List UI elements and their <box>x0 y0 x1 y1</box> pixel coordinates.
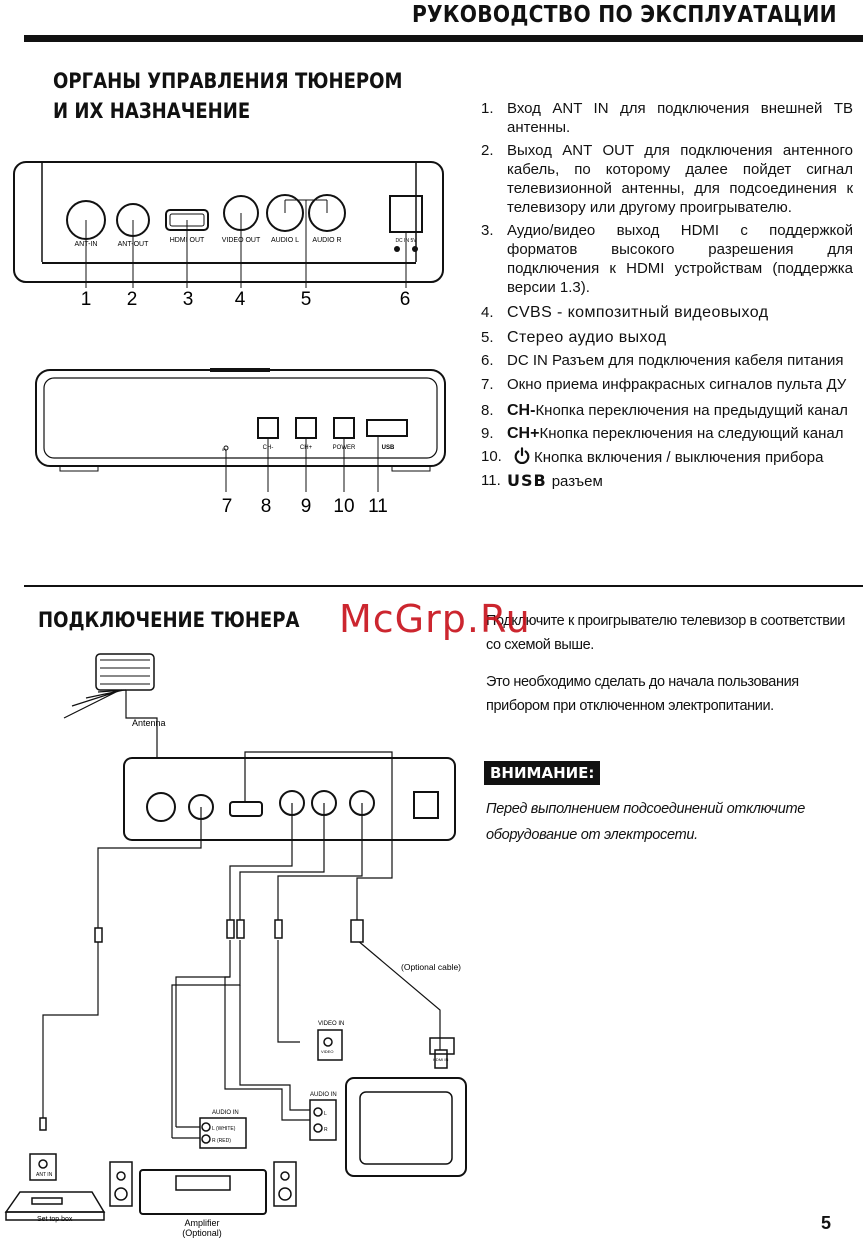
warning-text: Перед выполнением подсоединений отключит… <box>486 801 806 843</box>
section-title-controls: ОРГАНЫ УПРАВЛЕНИЯ ТЮНЕРОМ И ИХ НАЗНАЧЕНИ… <box>53 66 403 126</box>
feature-item: 6.DC IN Разъем для подключения кабеля пи… <box>481 352 844 369</box>
ch-minus-button <box>257 417 279 439</box>
key-ch-minus: CH- <box>507 402 536 419</box>
label-audio-l: AUDIO L <box>271 237 299 244</box>
feature-list: 1.Вход ANT IN для подключения внешней ТВ… <box>481 99 853 495</box>
label-antenna: Antenna <box>132 718 166 728</box>
connection-paragraph-1: Подключите к проигрывателю телевизор в с… <box>486 613 845 653</box>
label-amplifier: Amplifier <box>184 1218 219 1228</box>
tv-drawing <box>345 1077 467 1177</box>
front-num-9: 9 <box>301 496 312 517</box>
power-icon <box>514 447 530 465</box>
connection-diagram: Antenna (Optional cable) VIDEO IN VIDEO … <box>4 653 467 1238</box>
feature-item: 8.CH-Кнопка переключения на предыдущий к… <box>481 402 848 419</box>
section-title-line1: ОРГАНЫ УПРАВЛЕНИЯ ТЮНЕРОМ <box>53 69 403 93</box>
receiver-rear-panel <box>123 757 456 841</box>
label-r: R <box>324 1127 328 1133</box>
front-num-8: 8 <box>261 496 272 517</box>
header-rule <box>24 35 863 42</box>
set-top-box-drawing <box>4 1153 106 1221</box>
rear-num-1: 1 <box>81 289 92 310</box>
label-audio-in-tv: AUDIO IN <box>310 1092 337 1098</box>
antenna-drawing <box>63 653 158 758</box>
front-panel: IR CH- CH+ POWER USB 7 8 9 10 11 <box>35 368 446 517</box>
label-ant-in: ANT IN <box>36 1172 53 1178</box>
label-audio-r: AUDIO R <box>312 237 341 244</box>
label-set-top-box: Set top box <box>37 1216 73 1223</box>
watermark: McGrp.Ru <box>339 597 531 641</box>
front-num-10: 10 <box>333 496 354 517</box>
connection-paragraph-2: Это необходимо сделать до начала пользов… <box>486 674 799 714</box>
dc-in-port <box>389 195 423 233</box>
key-usb: USB <box>507 471 547 490</box>
page-header-title: РУКОВОДСТВО ПО ЭКСПЛУАТАЦИИ <box>412 2 837 28</box>
label-r-red: R (RED) <box>212 1138 231 1144</box>
label-optional-cable: (Optional cable) <box>401 962 461 972</box>
audio-r-port <box>308 194 346 232</box>
section-title-line2: И ИХ НАЗНАЧЕНИЕ <box>53 99 251 123</box>
page-number: 5 <box>820 1213 831 1233</box>
feature-item: 4.CVBS - композитный видеовыход <box>481 304 769 321</box>
feature-item: 2.Выход ANT OUT для подключения антенног… <box>481 142 853 216</box>
label-hdmi-in: HDMI IN <box>433 1057 448 1062</box>
front-num-11: 11 <box>368 496 388 517</box>
rear-num-2: 2 <box>127 289 138 310</box>
feature-item: 7.Окно приема инфракрасных сигналов пуль… <box>481 376 847 393</box>
feature-item: 3.Аудио/видео выход HDMI с поддержкой фо… <box>481 222 853 296</box>
rear-num-6: 6 <box>400 289 411 310</box>
feature-item: 9.CH+Кнопка переключения на следующий ка… <box>481 425 844 442</box>
rear-num-4: 4 <box>235 289 246 310</box>
label-video-in: VIDEO IN <box>318 1021 344 1027</box>
front-num-7: 7 <box>222 496 233 517</box>
rear-panel: ANT-IN ANT-OUT HDMI OUT VIDEO OUT AUDIO … <box>13 161 444 310</box>
warning-badge: ВНИМАНИЕ: <box>484 761 601 785</box>
feature-item: 5.Стерео аудио выход <box>481 329 667 346</box>
label-l: L <box>324 1111 327 1117</box>
rear-num-3: 3 <box>183 289 194 310</box>
feature-item: 10.Кнопка включения / выключения прибора <box>481 447 824 466</box>
label-ir: IR <box>222 447 226 452</box>
section-divider <box>24 585 863 587</box>
cables <box>42 751 441 1139</box>
rear-num-5: 5 <box>301 289 312 310</box>
label-audio-in-amp: AUDIO IN <box>212 1110 239 1116</box>
feature-item: 1.Вход ANT IN для подключения внешней ТВ… <box>481 100 853 136</box>
audio-l-port <box>266 194 304 232</box>
ch-plus-button <box>295 417 317 439</box>
label-l-white: L (WHITE) <box>212 1126 236 1132</box>
power-button <box>333 417 355 439</box>
label-optional: (Optional) <box>182 1228 222 1238</box>
label-video: VIDEO <box>321 1049 333 1054</box>
label-usb: USB <box>382 445 395 451</box>
tuner-panels-drawing: ANT-IN ANT-OUT HDMI OUT VIDEO OUT AUDIO … <box>13 161 446 517</box>
section-title-connection: ПОДКЛЮЧЕНИЕ ТЮНЕРА <box>38 608 300 632</box>
usb-port <box>366 419 408 437</box>
amplifier-drawing <box>109 1161 297 1215</box>
key-ch-plus: CH+ <box>507 425 540 442</box>
